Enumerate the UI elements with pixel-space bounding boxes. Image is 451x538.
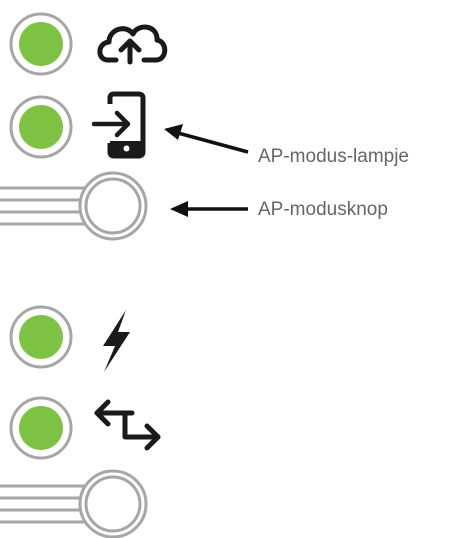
function-button[interactable] <box>0 469 148 538</box>
ap-mode-led-label: AP-modus-lampje <box>258 146 409 167</box>
power-status-led <box>9 305 73 369</box>
ap-mode-button[interactable] <box>0 171 148 241</box>
swap-arrows-icon <box>94 399 161 451</box>
ap-led-pointer-arrow <box>164 124 249 154</box>
cloud-status-led <box>9 12 73 76</box>
cloud-upload-icon <box>97 24 168 65</box>
phone-login-icon <box>91 91 146 159</box>
lightning-icon <box>103 310 130 372</box>
ap-mode-led <box>9 95 73 159</box>
ap-button-pointer-arrow <box>170 201 248 217</box>
connection-status-led <box>9 396 73 460</box>
ap-mode-button-label: AP-modusknop <box>258 199 388 220</box>
